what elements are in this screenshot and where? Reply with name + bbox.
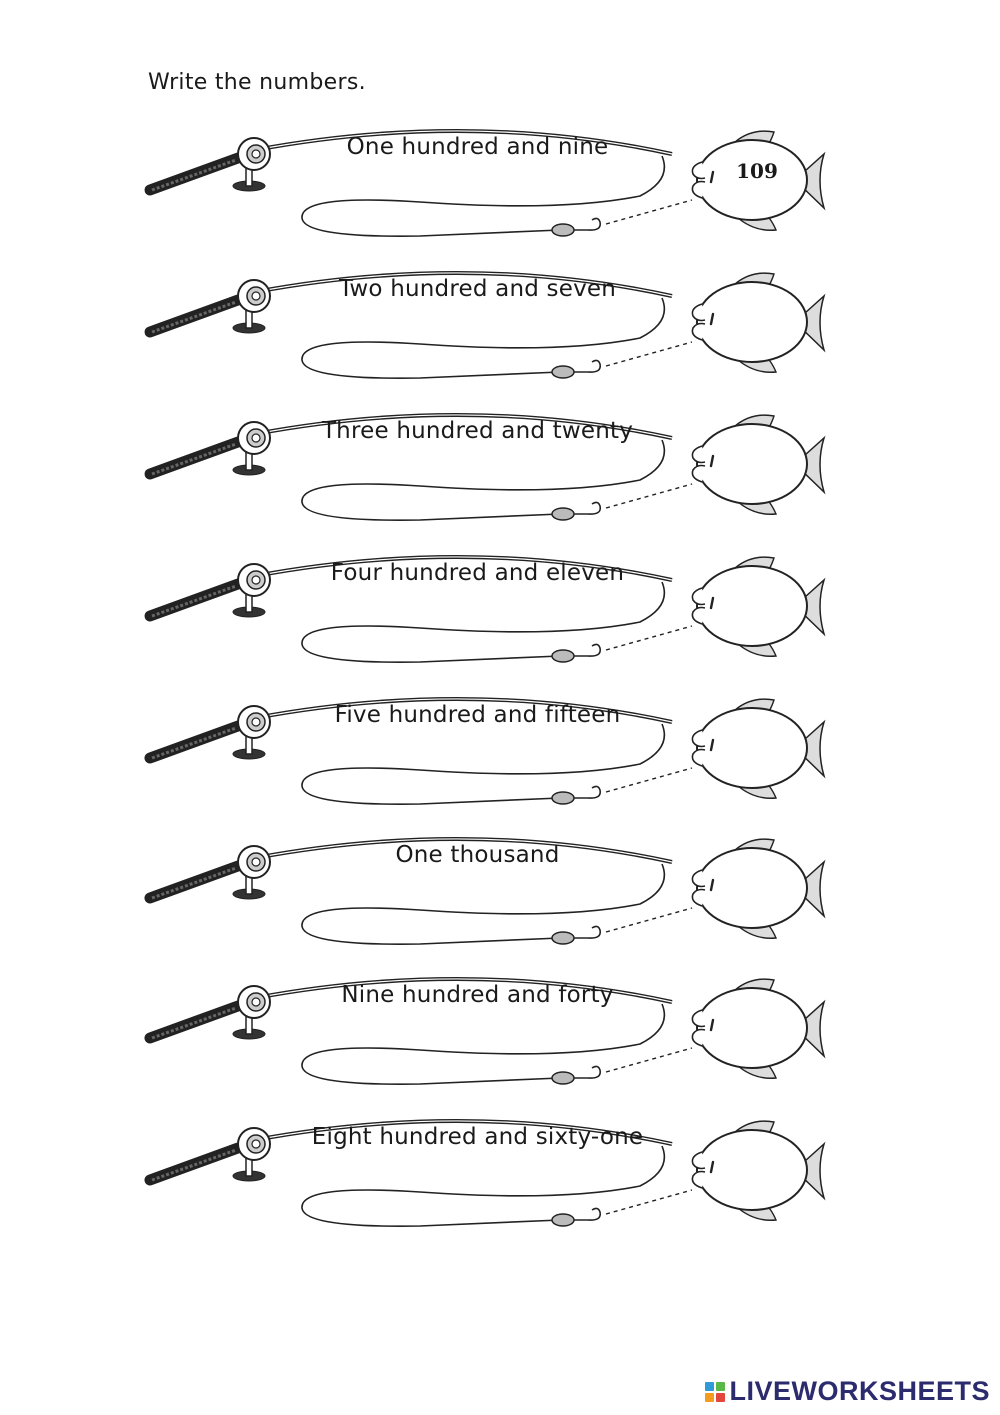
fishing-illustration <box>144 1118 826 1227</box>
number-answer-input[interactable] <box>718 1002 796 1036</box>
logo-blocks-icon <box>705 1381 726 1402</box>
fishing-rod-icon <box>144 1118 673 1227</box>
fishing-rod-icon <box>144 696 673 805</box>
number-answer-input[interactable] <box>718 722 796 756</box>
reel-icon <box>232 1127 271 1182</box>
fishing-row: Four hundred and eleven <box>0 546 1000 686</box>
number-answer-input[interactable] <box>718 438 796 472</box>
fishing-rod-icon <box>144 270 673 379</box>
fishing-rod-icon <box>144 836 673 945</box>
number-phrase: Two hundred and seven <box>338 276 617 302</box>
number-answer-input[interactable] <box>718 296 796 330</box>
number-phrase: Nine hundred and forty <box>341 982 614 1008</box>
hook-icon <box>551 767 693 805</box>
reel-icon <box>232 845 271 900</box>
logo-block-icon <box>716 1381 726 1391</box>
reel-icon <box>232 563 271 618</box>
fishing-rod-icon <box>144 128 673 237</box>
number-answer-input[interactable] <box>718 862 796 896</box>
hook-icon <box>551 483 693 521</box>
number-phrase: One hundred and nine <box>346 134 609 160</box>
hook-icon <box>551 199 693 237</box>
hook-icon <box>551 1189 693 1227</box>
instruction-text: Write the numbers. <box>148 70 366 95</box>
liveworksheets-logo: LIVEWORKSHEETS <box>705 1376 990 1407</box>
fishing-row: One hundred and nine <box>0 120 1000 260</box>
fishing-row: One thousand <box>0 828 1000 968</box>
number-phrase: Three hundred and twenty <box>321 418 634 444</box>
logo-block-icon <box>705 1381 715 1391</box>
logo-block-icon <box>705 1392 715 1402</box>
fishing-rod-icon <box>144 554 673 663</box>
fishing-row: Five hundred and fifteen <box>0 688 1000 828</box>
reel-icon <box>232 279 271 334</box>
number-answer-input[interactable] <box>718 580 796 614</box>
hook-icon <box>551 341 693 379</box>
fishing-row: Two hundred and seven <box>0 262 1000 402</box>
number-answer-input[interactable] <box>718 154 796 188</box>
number-phrase: Eight hundred and sixty-one <box>311 1124 644 1150</box>
fishing-rod-icon <box>144 412 673 521</box>
reel-icon <box>232 421 271 476</box>
hook-icon <box>551 1047 693 1085</box>
reel-icon <box>232 705 271 760</box>
hook-icon <box>551 907 693 945</box>
number-phrase: Four hundred and eleven <box>330 560 625 586</box>
fishing-rod-icon <box>144 976 673 1085</box>
number-answer-input[interactable] <box>718 1144 796 1178</box>
fishing-row: Three hundred and twenty <box>0 404 1000 544</box>
reel-icon <box>232 985 271 1040</box>
fishing-row: Nine hundred and forty <box>0 968 1000 1108</box>
fishing-row: Eight hundred and sixty-one <box>0 1110 1000 1250</box>
number-phrase: One thousand <box>395 842 560 868</box>
hook-icon <box>551 625 693 663</box>
logo-block-icon <box>716 1392 726 1402</box>
number-phrase: Five hundred and fifteen <box>334 702 621 728</box>
logo-text: LIVEWORKSHEETS <box>729 1376 990 1406</box>
reel-icon <box>232 137 271 192</box>
